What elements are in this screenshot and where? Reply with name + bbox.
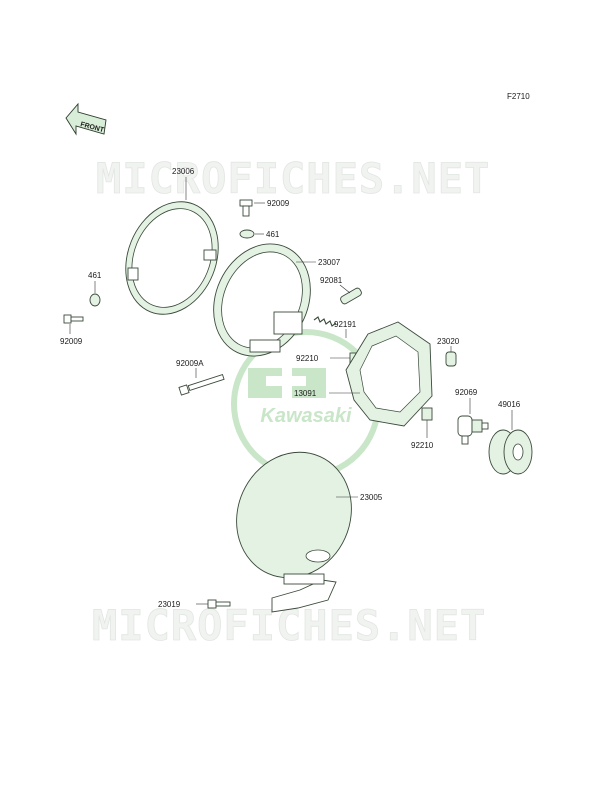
label-92009-top: 92009 [267, 199, 290, 208]
bolt-92009a [178, 373, 225, 396]
headlight-housing-23007 [213, 243, 311, 357]
label-92009a: 92009A [176, 359, 204, 368]
bolt-92009-top [239, 199, 253, 217]
label-23019: 23019 [158, 600, 181, 609]
label-23020: 23020 [437, 337, 460, 346]
collar-92191 [340, 287, 362, 305]
headlight-lens-23005 [236, 451, 352, 579]
logo-text: Kawasaki [260, 405, 352, 427]
socket-23020 [445, 351, 457, 367]
washer-461-top [239, 229, 255, 239]
figure-code: F2710 [507, 92, 530, 101]
cap-49016 [488, 429, 533, 475]
label-92069: 92069 [455, 388, 478, 397]
label-49016: 49016 [498, 400, 521, 409]
nut-92210-bottom [421, 407, 433, 421]
washer-461-left [89, 293, 101, 307]
bolt-92009-left [63, 314, 84, 324]
mount-bracket [271, 573, 337, 613]
label-92081: 92081 [320, 276, 343, 285]
label-23006: 23006 [172, 167, 195, 176]
label-92191: 92191 [334, 320, 357, 329]
bracket-13091 [345, 321, 433, 427]
spring-92081 [313, 316, 337, 327]
label-13091: 13091 [294, 389, 317, 398]
label-23007: 23007 [318, 258, 341, 267]
label-461-left: 461 [88, 271, 102, 280]
headlight-rim-23006 [125, 201, 219, 315]
label-92009-left: 92009 [60, 337, 83, 346]
label-461-top: 461 [266, 230, 280, 239]
label-92210-top: 92210 [296, 354, 319, 363]
front-arrow-icon: FRONT [65, 102, 107, 136]
bulb-92069 [457, 415, 489, 445]
label-92210-bottom: 92210 [411, 441, 434, 450]
watermark-top: MICROFICHES.NET [96, 154, 490, 203]
label-23005: 23005 [360, 493, 383, 502]
